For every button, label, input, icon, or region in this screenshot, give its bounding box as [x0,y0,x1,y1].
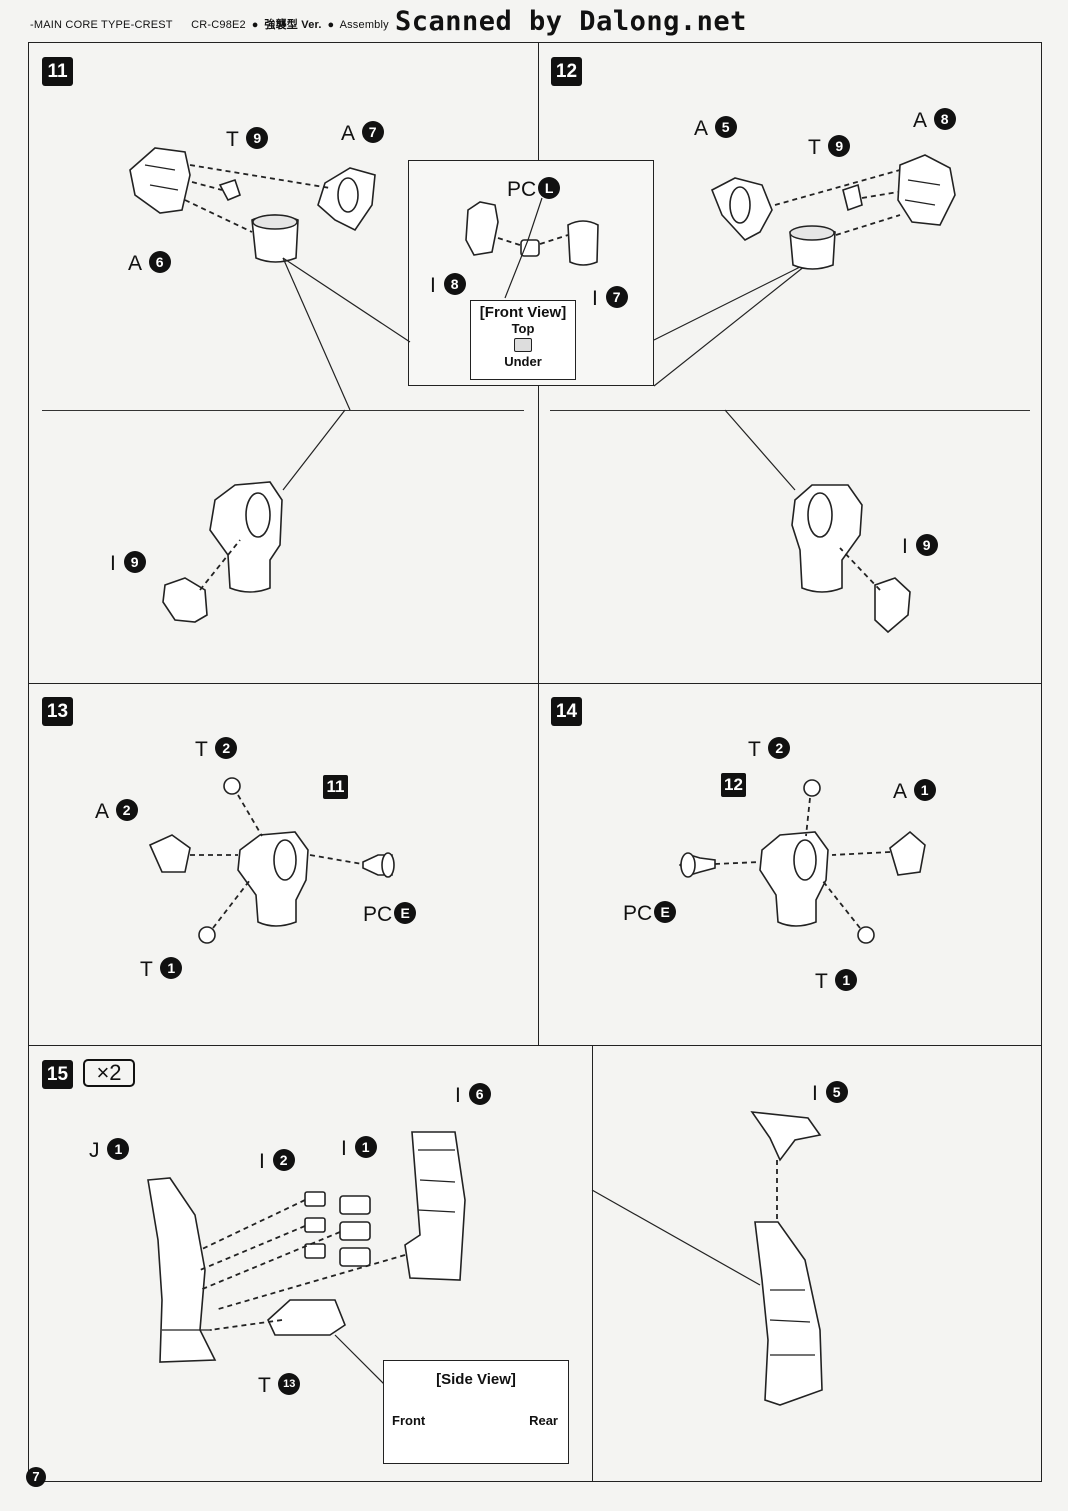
part-label: I 7 [592,286,628,311]
side-view-rear-label: Rear [529,1413,558,1428]
part-label: T 9 [226,127,269,152]
section-name: Assembly [339,19,389,31]
front-view-top-label: Top [511,321,535,336]
part-label: I 5 [812,1081,848,1106]
side-view-front-label: Front [392,1413,426,1428]
bullet-icon: ● [251,19,259,31]
part-label: A 5 [694,116,737,141]
side-view-title: [Side View] [436,1371,516,1388]
bullet-icon: ● [327,19,335,31]
part-label: J 1 [89,1138,130,1163]
page-number: 7 [26,1467,46,1487]
column-divider [538,386,539,1045]
part-label: I 9 [110,551,146,576]
quantity-multiplier: ×2 [83,1059,135,1087]
part-label: I 9 [902,534,938,559]
step13-parts [148,777,395,944]
sub-divider [42,410,524,411]
part-label: A 1 [893,779,936,804]
part-label: T 2 [195,737,238,762]
product-name: -MAIN CORE TYPE-CREST [30,19,173,31]
product-code: CR-C98E2 [191,19,246,31]
variant-name: 強襲型 Ver. [264,19,322,31]
step-number-13: 13 [42,697,73,726]
part-label: T 1 [815,969,858,994]
step-number-11: 11 [42,57,73,86]
part-label: I 6 [455,1083,491,1108]
page-header: -MAIN CORE TYPE-CREST CR-C98E2 ● 強襲型 Ver… [30,16,389,32]
step12-result [791,484,911,634]
step-number-14: 14 [551,697,582,726]
part-label: I 1 [341,1136,377,1161]
step-number-15: 15 [42,1060,73,1089]
step-number-12: 12 [551,57,582,86]
front-view-title: [Front View] [479,304,567,321]
watermark: Scanned by Dalong.net [395,6,747,37]
front-view-under-label: Under [504,354,542,369]
part-label: A 2 [95,799,138,824]
step12-parts [710,154,956,270]
column-divider [538,42,539,160]
part-label: I 2 [259,1149,295,1174]
part-label: T 2 [748,737,791,762]
row-divider [28,683,1042,684]
step-reference-12: 12 [721,773,746,797]
sub-divider [550,410,1030,411]
row-divider [28,1045,1042,1046]
connector-icon [514,338,532,352]
part-label: T 13 [258,1373,301,1398]
part-label: I 8 [430,273,466,298]
step11-parts [129,147,376,263]
step14-parts [678,779,926,944]
part-label: A 6 [128,251,171,276]
part-label: A 7 [341,121,384,146]
page-frame [28,42,1042,1482]
inset-parts [465,201,599,266]
column-divider [592,1045,593,1482]
part-label: T 9 [808,135,851,160]
side-view-box: [Side View] Front Rear [383,1360,569,1464]
step15-parts [147,1111,823,1429]
part-label: T 1 [140,957,183,982]
part-label: A 8 [913,108,956,133]
front-view-box: [Front View] Top Under [470,300,576,380]
step-reference-11: 11 [323,775,348,799]
step11-result [162,481,283,623]
